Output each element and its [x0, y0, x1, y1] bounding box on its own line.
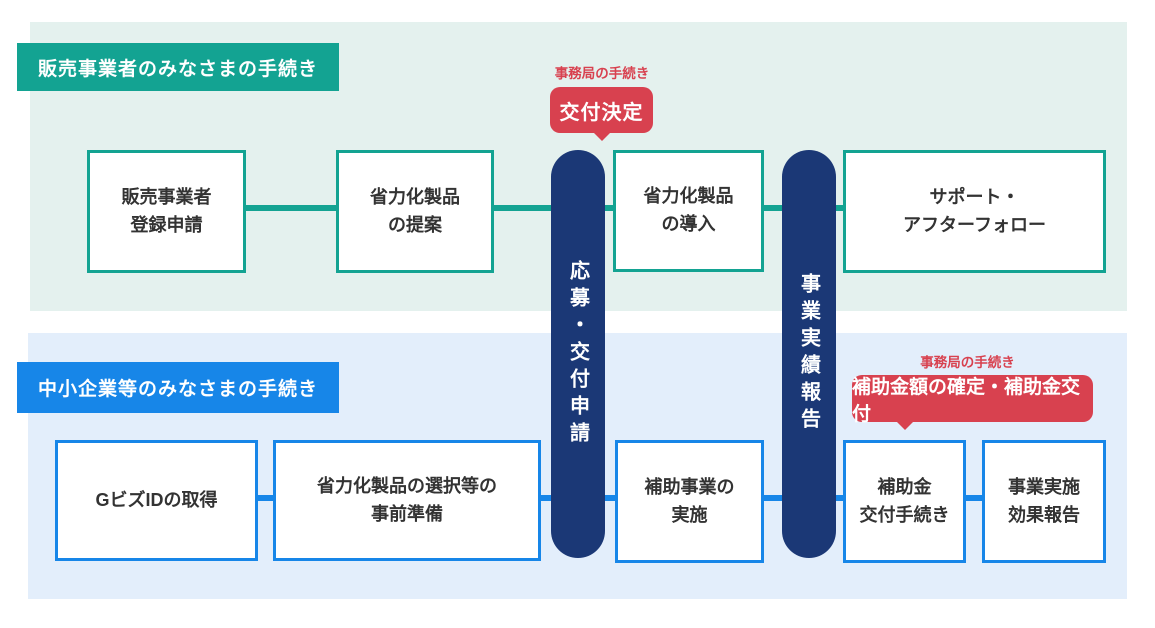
step-product-installation: 省力化製品 の導入 [613, 150, 764, 272]
step-label-line: 交付手続き [859, 504, 950, 525]
step-label-line: 補助金 [877, 476, 932, 497]
step-label-line: 販売事業者 [121, 186, 212, 207]
badge-label: 交付決定 [559, 101, 644, 124]
step-label-line: サポート・ [929, 186, 1020, 207]
secretariat-caption-amount-determination: 事務局の手続き [920, 355, 1015, 370]
pill-application-grant-request: 応募・交付申請 [551, 150, 605, 558]
step-label-line: 登録申請 [130, 214, 203, 235]
step-label-line: 省力化製品 [643, 186, 734, 207]
pill-label: 事業実績報告 [797, 273, 820, 435]
step-label-line: 省力化製品の選択等の [317, 475, 497, 496]
badge-label: 補助金額の確定・補助金交付 [852, 376, 1081, 425]
badge-amount-determination-payment: 補助金額の確定・補助金交付 [852, 375, 1093, 430]
sme-lane-header: 中小企業等のみなさまの手続き [17, 362, 340, 413]
step-label-line: の導入 [661, 214, 716, 234]
step-gbiz-id: GビズIDの取得 [55, 440, 258, 561]
step-product-selection-preparation: 省力化製品の選択等の 事前準備 [273, 440, 541, 561]
step-product-proposal: 省力化製品 の提案 [336, 150, 494, 273]
step-label-line: の提案 [388, 214, 442, 235]
pill-performance-report: 事業実績報告 [782, 150, 836, 558]
pill-label: 応募・交付申請 [566, 259, 589, 449]
step-label-line: 省力化製品 [370, 186, 460, 207]
step-label-line: 効果報告 [1008, 504, 1080, 525]
step-subsidy-payment-procedure: 補助金 交付手続き [843, 440, 966, 563]
step-subsidized-project-execution: 補助事業の 実施 [615, 440, 764, 563]
step-support-after-follow: サポート・ アフターフォロー [843, 150, 1106, 273]
step-label-line: 事前準備 [371, 503, 443, 524]
badge-grant-decision: 交付決定 [550, 87, 653, 141]
step-label-line: 補助事業の [644, 476, 735, 497]
step-label-line: 実施 [671, 504, 708, 525]
step-label-line: アフターフォロー [903, 214, 1046, 235]
step-seller-registration: 販売事業者 登録申請 [87, 150, 246, 273]
secretariat-caption-grant-decision: 事務局の手続き [554, 66, 650, 81]
step-label-line: 事業実施 [1008, 476, 1080, 497]
seller-lane-header: 販売事業者のみなさまの手続き [17, 43, 340, 91]
step-effect-report: 事業実施 効果報告 [982, 440, 1106, 563]
step-label-line: GビズIDの取得 [95, 489, 218, 510]
